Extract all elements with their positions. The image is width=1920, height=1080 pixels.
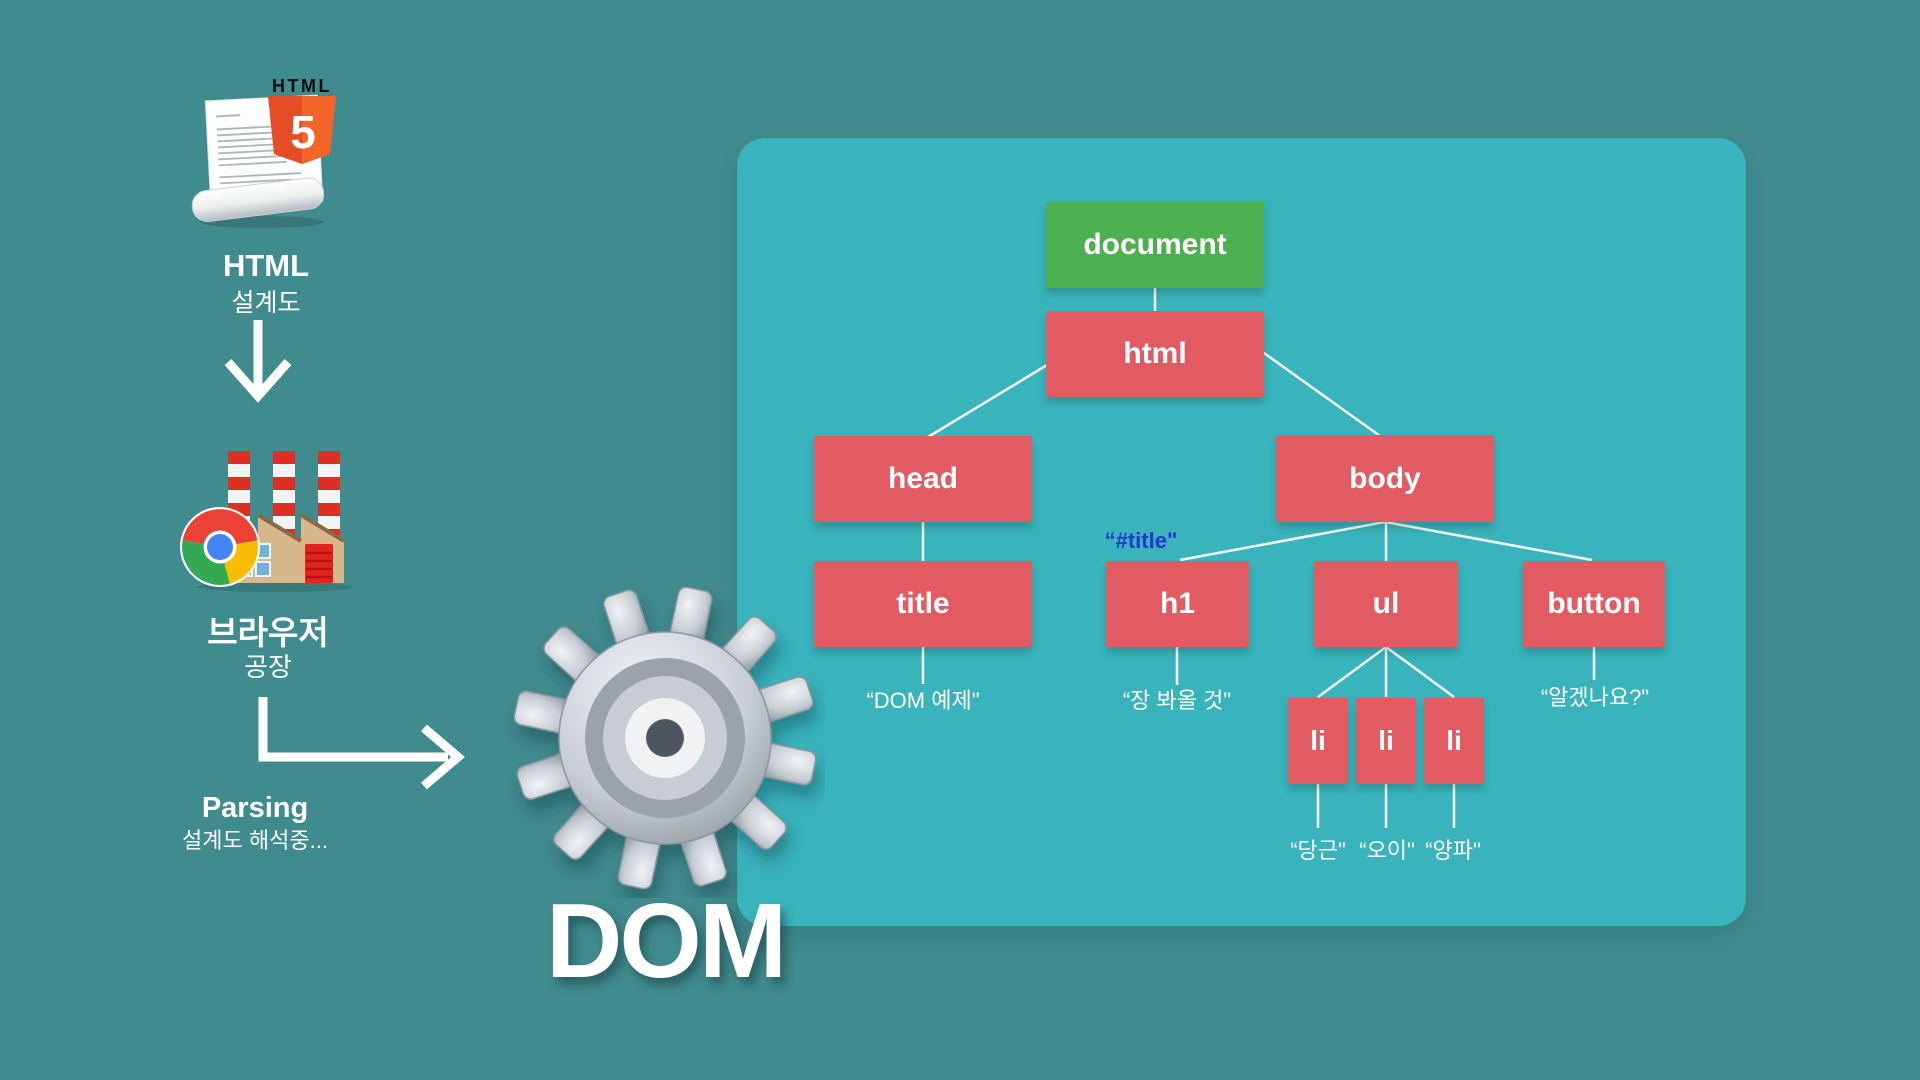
parsing-title: Parsing — [201, 792, 309, 824]
tree-node-body: body — [1276, 435, 1494, 522]
arrow-down-icon — [224, 320, 292, 403]
tree-node-head: head — [814, 436, 1032, 522]
browser-factory-icon — [180, 451, 353, 592]
arrow-right-icon — [258, 697, 465, 790]
paper-curl — [191, 177, 325, 222]
chrome-icon — [180, 507, 260, 587]
parsing-subtitle: 설계도 해석중... — [182, 828, 328, 853]
tree-node-li-3: li — [1424, 698, 1484, 784]
step1-title: HTML — [222, 248, 310, 283]
tree-node-title: title — [814, 561, 1032, 647]
tree-node-li-2: li — [1356, 698, 1416, 784]
tree-node-ul: ul — [1314, 561, 1458, 647]
h1-value-label: “장 봐올 것" — [1122, 688, 1232, 713]
li2-value-label: “오이" — [1359, 838, 1415, 863]
step1-subtitle: 설계도 — [231, 289, 301, 317]
tree-node-h1: h1 — [1106, 561, 1249, 647]
li3-value-label: “양파" — [1425, 838, 1481, 863]
html5-badge-title: HTML — [272, 76, 332, 96]
title-value-label: “DOM 예제" — [866, 688, 980, 713]
step2-title: 브라우저 — [207, 614, 329, 651]
li1-value-label: “당근" — [1290, 838, 1346, 863]
step2-subtitle: 공장 — [244, 652, 292, 682]
tree-node-li-1: li — [1288, 698, 1348, 784]
h1-selector-label: “#title" — [1104, 528, 1178, 553]
factory-chimneys — [228, 451, 340, 546]
factory-door — [305, 544, 333, 583]
tree-node-document: document — [1046, 202, 1264, 288]
tree-node-button: button — [1523, 561, 1665, 647]
dom-result-title: DOM — [545, 882, 787, 1000]
html-file-icon: HTML 5 — [191, 76, 336, 228]
factory-shadow — [197, 582, 353, 592]
html5-badge-number: 5 — [290, 106, 316, 158]
html5-shield-icon: HTML 5 — [268, 76, 336, 164]
button-value-label: “알겠나요?" — [1540, 685, 1650, 710]
tree-node-html: html — [1046, 311, 1264, 397]
gear-icon — [513, 586, 817, 890]
